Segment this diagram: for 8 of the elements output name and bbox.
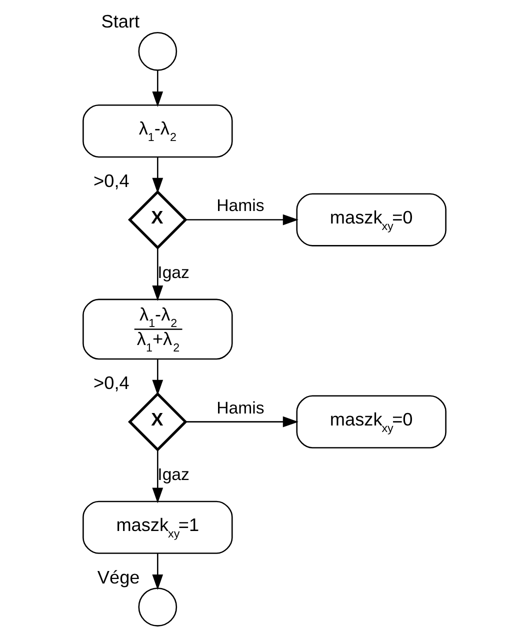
node-label: Start: [100, 12, 140, 32]
edge-label: Hamis: [216, 196, 264, 216]
edge-label: Igaz: [157, 464, 189, 484]
node-label: >0,4: [93, 171, 129, 192]
node-label: >0,4: [93, 373, 129, 394]
node-label: Vége: [96, 567, 140, 588]
edge-label: Hamis: [216, 398, 264, 418]
edge-label: Igaz: [157, 262, 189, 282]
